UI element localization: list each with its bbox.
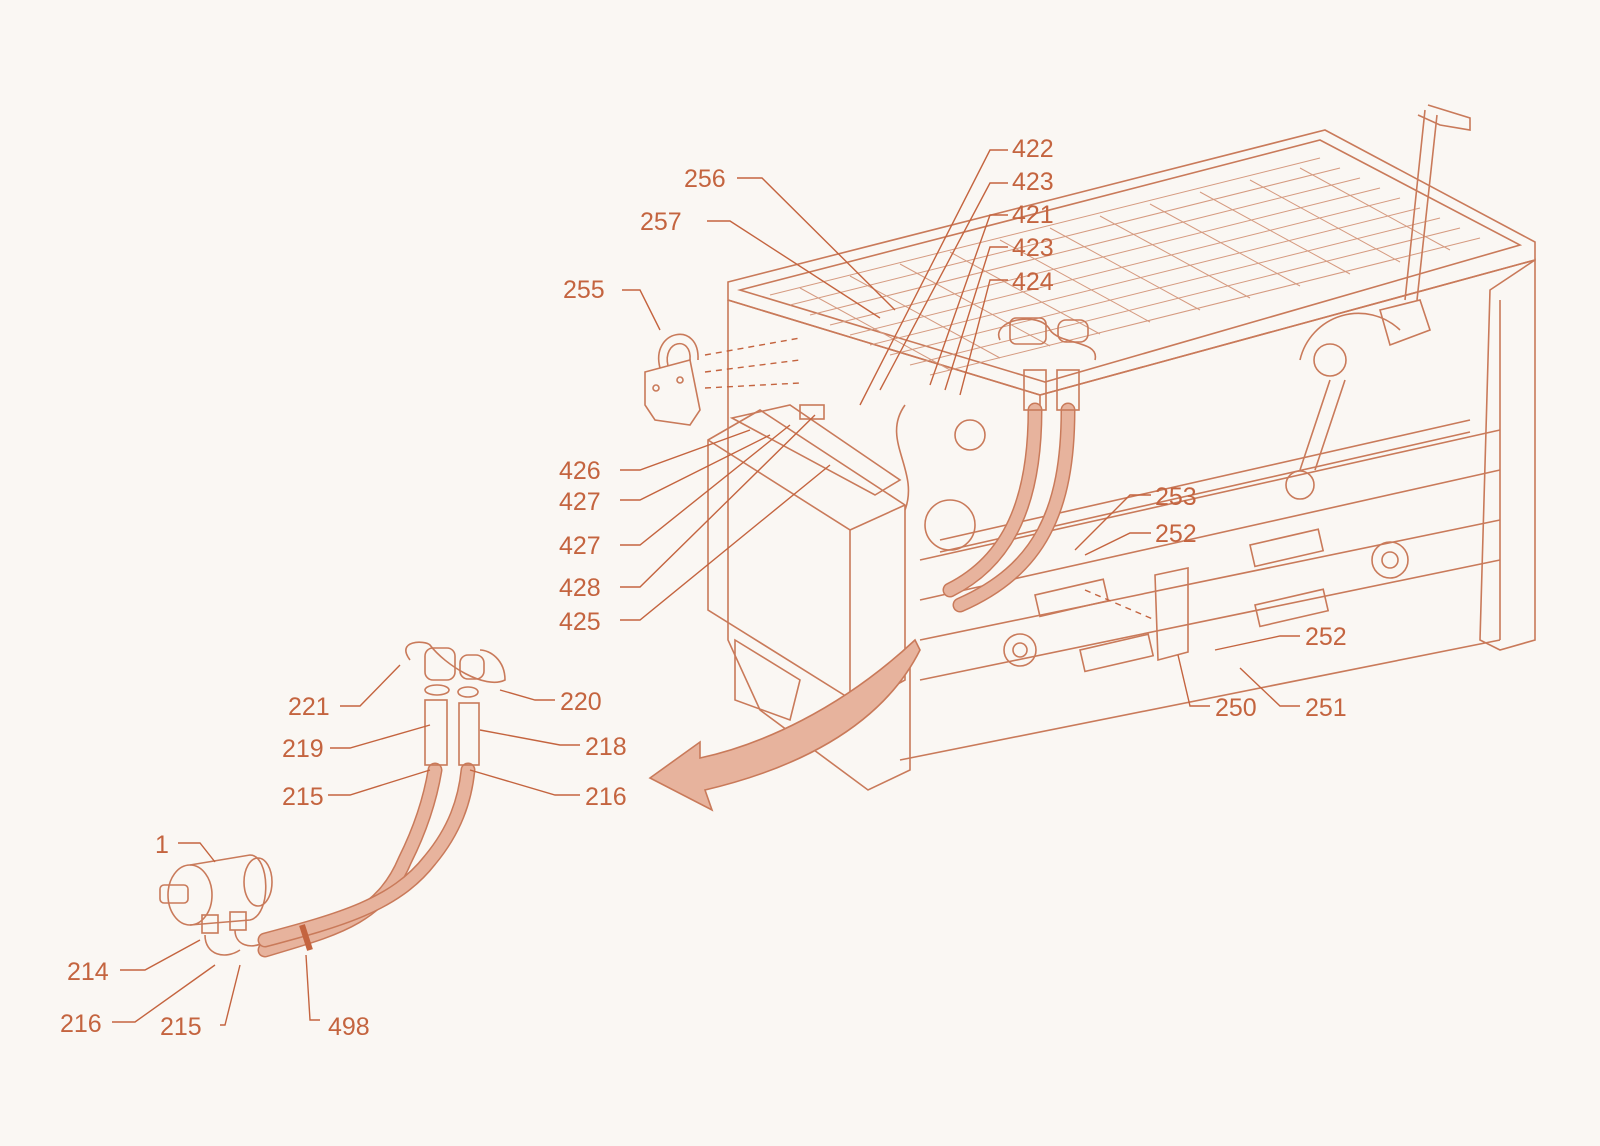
label-1: 1 — [155, 831, 169, 859]
control-box — [707, 404, 986, 706]
label-425: 425 — [559, 608, 601, 636]
label-219: 219 — [282, 735, 324, 763]
adjustment-lever — [1285, 104, 1471, 500]
spreader-frame — [727, 129, 1536, 791]
label-498: 498 — [328, 1013, 370, 1041]
label-422: 422 — [1012, 135, 1054, 163]
direction-arrow — [648, 638, 921, 812]
label-216-b: 216 — [60, 1010, 102, 1038]
label-215-a: 215 — [282, 783, 324, 811]
label-216-a: 216 — [585, 783, 627, 811]
label-423-a: 423 — [1012, 168, 1054, 196]
label-250: 250 — [1215, 694, 1257, 722]
label-257: 257 — [640, 208, 682, 236]
label-220: 220 — [560, 688, 602, 716]
label-251: 251 — [1305, 694, 1347, 722]
plate-250 — [1084, 567, 1189, 662]
label-255: 255 — [563, 276, 605, 304]
motor-assembly — [159, 641, 506, 958]
label-252-a: 252 — [1155, 520, 1197, 548]
label-427-b: 427 — [559, 532, 601, 560]
label-218: 218 — [585, 733, 627, 761]
label-256: 256 — [684, 165, 726, 193]
label-421: 421 — [1012, 201, 1054, 229]
label-253: 253 — [1155, 483, 1197, 511]
label-424: 424 — [1012, 268, 1054, 296]
label-215-b: 215 — [160, 1013, 202, 1041]
label-214: 214 — [67, 958, 109, 986]
label-252-b: 252 — [1305, 623, 1347, 651]
top-screen-grid — [769, 157, 1481, 376]
label-427-a: 427 — [559, 488, 601, 516]
box-cable — [895, 404, 910, 511]
part-labels: 256 257 255 422 423 421 423 424 426 427 … — [60, 135, 1347, 1041]
tow-bracket-255 — [644, 333, 801, 426]
leader-lines — [112, 149, 1300, 1026]
machine-hoses — [942, 317, 1096, 613]
label-426: 426 — [559, 457, 601, 485]
label-221: 221 — [288, 693, 330, 721]
label-423-b: 423 — [1012, 234, 1054, 262]
label-428: 428 — [559, 574, 601, 602]
